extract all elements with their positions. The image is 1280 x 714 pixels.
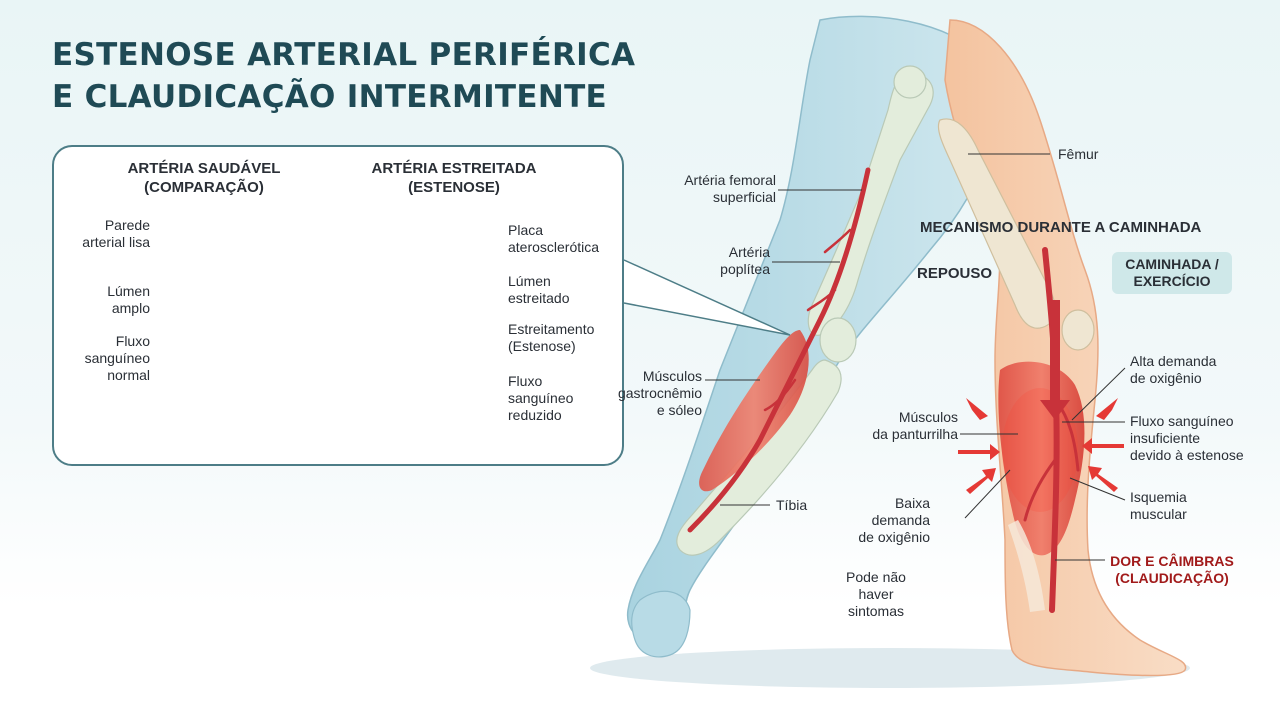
right-leg-shape — [944, 19, 1187, 677]
label-high-demand: Alta demanda de oxigênio — [1130, 353, 1217, 386]
knee-joint — [819, 317, 857, 363]
femoral-artery — [687, 167, 871, 533]
exercise-badge: CAMINHADA / EXERCÍCIO — [1112, 252, 1232, 294]
label-narrowed-lumen: Lúmen estreitado — [508, 273, 570, 306]
label-insufficient-flow: Fluxo sanguíneo insuficiente devido à es… — [1130, 413, 1244, 463]
stenosed-artery-heading: ARTÉRIA ESTREITADA (ESTENOSE) — [371, 160, 537, 196]
healthy-artery-heading: ARTÉRIA SAUDÁVEL (COMPARAÇÃO) — [127, 160, 281, 196]
knee-cap — [1061, 309, 1095, 351]
rest-heading: REPOUSO — [917, 265, 993, 282]
callout-to-leg — [623, 259, 791, 336]
title-line-1: ESTENOSE ARTERIAL PERIFÉRICA — [52, 37, 636, 73]
femur-bone-warm — [937, 118, 1056, 329]
label-popliteal-artery: Artéria poplítea — [720, 244, 770, 277]
label-reduced-flow: Fluxo sanguíneo reduzido — [508, 373, 574, 423]
label-femur: Fêmur — [1058, 146, 1099, 162]
label-low-demand: Baixa demanda de oxigênio — [858, 495, 930, 545]
gastrocnemius-muscle — [699, 330, 809, 492]
page-title: ESTENOSE ARTERIAL PERIFÉRICA E CLAUDICAÇ… — [52, 34, 635, 118]
artery-comparison-panel: ARTÉRIA SAUDÁVEL (COMPARAÇÃO) ARTÉRIA ES… — [52, 145, 624, 466]
title-line-2: E CLAUDICAÇÃO INTERMITENTE — [52, 79, 608, 115]
label-narrowing: Estreitamento (Estenose) — [508, 321, 595, 354]
label-plaque: Placa aterosclerótica — [508, 222, 600, 255]
label-ischemia: Isquemia muscular — [1130, 489, 1187, 522]
mechanism-heading: MECANISMO DURANTE A CAMINHADA — [920, 219, 1202, 236]
artery-branch — [763, 228, 852, 412]
label-calf-panturrilha: Músculos da panturrilha — [872, 409, 958, 442]
label-tibia: Tíbia — [776, 497, 808, 513]
flow-arrow-calf — [1040, 300, 1070, 420]
left-foot-shape — [631, 590, 691, 658]
leg-leaders — [705, 153, 1126, 561]
demand-arrows — [958, 398, 1124, 494]
label-wide-lumen: Lúmen amplo — [107, 283, 150, 316]
label-no-symptoms: Pode não haver sintomas — [846, 569, 906, 619]
label-smooth-wall: Parede arterial lisa — [82, 217, 150, 250]
label-femoral-artery: Artéria femoral superficial — [684, 172, 776, 205]
femur-head — [893, 65, 927, 99]
ischemia-glow — [1002, 388, 1078, 512]
label-calf-muscles: Músculos gastrocnêmio e sóleo — [617, 368, 702, 418]
label-normal-flow: Fluxo sanguíneo normal — [84, 333, 150, 383]
label-pain-claudication: DOR E CÂIMBRAS (CLAUDICAÇÃO) — [1110, 553, 1234, 586]
tendon — [1008, 520, 1045, 612]
